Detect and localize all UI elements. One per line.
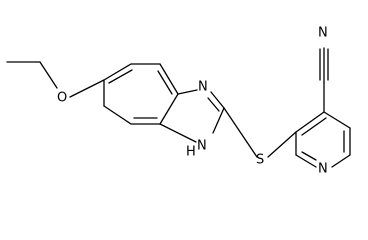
bond-c3a-n3: [177, 89, 198, 95]
bond-pyridine-1: [295, 111, 325, 133]
structure-drawing: N O N H N S N: [6, 26, 351, 177]
bond-ethyl-c2-o: [39, 61, 58, 89]
bond-benzene-4: [159, 93, 179, 125]
bond-benzene-1: [103, 63, 132, 81]
atom-label-ether-o: O: [57, 91, 67, 106]
bond-benzene-6: [103, 105, 132, 125]
molecule-canvas: N O N H N S N: [6, 26, 351, 177]
atom-label-pyridine-n: N: [318, 162, 328, 177]
bond-benzene-1-inner: [108, 69, 133, 84]
atom-label-nh-n: N: [197, 139, 207, 154]
bond-c2-n1: [212, 107, 225, 134]
bond-pyridine-4: [331, 154, 351, 168]
bond-pyridine-2: [323, 111, 351, 129]
atom-label-nh-h: H: [186, 145, 196, 160]
atom-label-imine-n: N: [198, 80, 208, 95]
atom-label-sulfur: S: [256, 153, 264, 168]
bond-n3-c2-double-inner: [207, 97, 220, 112]
bond-s-pyridine: [267, 131, 297, 158]
bond-pyridine-1-inner: [301, 117, 327, 136]
bond-pyridine-5: [295, 154, 317, 168]
bond-o-ring: [69, 79, 105, 98]
bond-n1-c7a: [159, 123, 197, 143]
bond-benzene-3: [159, 63, 179, 95]
bond-n3-c2-double: [210, 91, 225, 109]
bond-benzene-3-inner: [157, 70, 173, 95]
atom-label-nitrile-n: N: [318, 26, 328, 41]
bond-pyridine-5-inner: [301, 151, 317, 161]
bond-c2-s: [223, 107, 258, 158]
